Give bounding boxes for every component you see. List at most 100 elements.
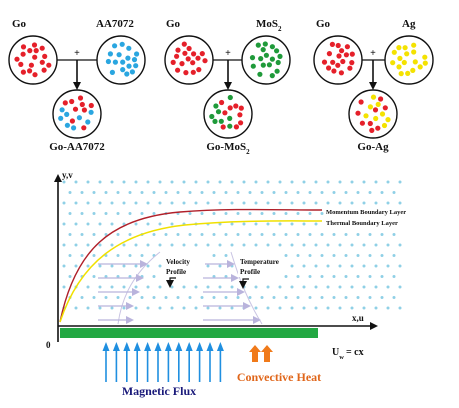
fluid-particle	[338, 243, 342, 247]
particle-dot	[39, 45, 45, 51]
fluid-particle	[344, 254, 348, 257]
fluid-particle	[194, 243, 198, 247]
particle-dot	[190, 69, 196, 75]
fluid-particle	[362, 180, 366, 184]
fluid-particle	[248, 212, 252, 215]
particle-dot	[20, 44, 27, 50]
particle-dot	[227, 123, 233, 129]
particle-dot	[227, 94, 233, 101]
mix1-right-label: MoS2	[256, 18, 282, 33]
particle-dot	[175, 67, 181, 73]
particle-dot	[183, 70, 189, 76]
fluid-particle	[158, 180, 162, 184]
x-axis-label: x,u	[352, 313, 364, 323]
fluid-particle	[308, 296, 312, 299]
fluid-particle	[290, 201, 294, 205]
fluid-particle	[356, 296, 360, 299]
fluid-particle	[206, 201, 210, 205]
fluid-particle	[122, 306, 126, 310]
particle-dot	[218, 118, 224, 124]
mix0-left-label: Go	[12, 18, 27, 30]
particle-dot	[59, 107, 65, 113]
fluid-particle	[386, 264, 390, 268]
magnetic-arrow-head	[206, 342, 214, 351]
fluid-particle	[284, 212, 288, 215]
particle-dot	[64, 111, 70, 117]
fluid-particle	[98, 285, 102, 289]
particle-dot	[20, 69, 26, 75]
fluid-particle	[266, 180, 270, 184]
fluid-particle	[176, 233, 180, 236]
particle-dot	[263, 52, 269, 58]
fluid-particle	[68, 233, 72, 236]
fluid-particle	[314, 306, 318, 310]
particle-dot	[20, 51, 26, 57]
particle-dot	[112, 43, 118, 49]
mix1-left-label: Go	[166, 18, 181, 30]
wall-velocity-label: Uw= cx	[332, 347, 364, 361]
fluid-particle	[116, 275, 120, 278]
fluid-particle	[62, 264, 66, 268]
particle-dot	[175, 47, 181, 53]
fluid-particle	[344, 191, 348, 194]
fluid-particle	[266, 306, 270, 310]
fluid-particle	[212, 275, 216, 278]
temperature-profile-label-line2: Profile	[240, 268, 260, 276]
fluid-particle	[146, 201, 150, 205]
fluid-particle	[398, 201, 402, 205]
fluid-particle	[380, 191, 384, 194]
fluid-particle	[254, 201, 258, 205]
fluid-particle	[92, 191, 96, 194]
mix2-left-particles	[321, 41, 355, 76]
particle-dot	[382, 105, 388, 111]
particle-dot	[274, 48, 280, 54]
fluid-particle	[386, 180, 390, 184]
fluid-particle	[392, 233, 396, 236]
fluid-particle	[374, 180, 378, 184]
fluid-particle	[296, 191, 300, 194]
fluid-particle	[92, 233, 96, 236]
fluid-particle	[212, 212, 216, 215]
fluid-particle	[194, 201, 198, 205]
fluid-particle	[350, 201, 354, 205]
fluid-particle	[68, 254, 72, 257]
particle-dot	[344, 44, 350, 50]
fluid-particle	[170, 285, 174, 289]
fluid-particle	[386, 306, 390, 310]
fluid-particle	[110, 222, 114, 226]
fluid-particle	[332, 275, 336, 278]
fluid-particle	[278, 201, 282, 205]
fluid-particle	[206, 285, 210, 289]
particle-dot	[126, 63, 132, 69]
particle-dot	[339, 48, 345, 54]
fluid-particle	[104, 233, 108, 236]
fluid-particle	[338, 285, 342, 289]
particle-dot	[411, 42, 417, 48]
velocity-arrow-head	[136, 274, 144, 282]
particle-dot	[269, 73, 275, 79]
fluid-particle	[302, 306, 306, 310]
particle-dot	[227, 115, 233, 121]
fluid-particle	[374, 264, 378, 268]
particle-dot	[378, 96, 384, 102]
magnetic-arrow-head	[164, 342, 172, 351]
fluid-particle	[314, 285, 318, 289]
mix1-right-particles	[249, 41, 283, 79]
fluid-particle	[302, 222, 306, 226]
mix1-plus-sign: +	[225, 48, 231, 59]
particle-dot	[32, 72, 38, 78]
velocity-label-pointer	[166, 277, 176, 288]
fluid-particle	[80, 254, 84, 257]
particle-dot	[398, 71, 404, 77]
fluid-particle	[368, 254, 372, 257]
particle-dot	[262, 41, 268, 47]
fluid-particle	[152, 191, 156, 194]
fluid-particle	[386, 243, 390, 247]
fluid-particle	[74, 264, 78, 268]
particle-dot	[77, 95, 84, 101]
fluid-particle	[362, 264, 366, 268]
fluid-particle	[146, 180, 150, 184]
fluid-particle	[158, 201, 162, 205]
fluid-particle	[224, 296, 228, 299]
particle-dot	[358, 99, 364, 105]
